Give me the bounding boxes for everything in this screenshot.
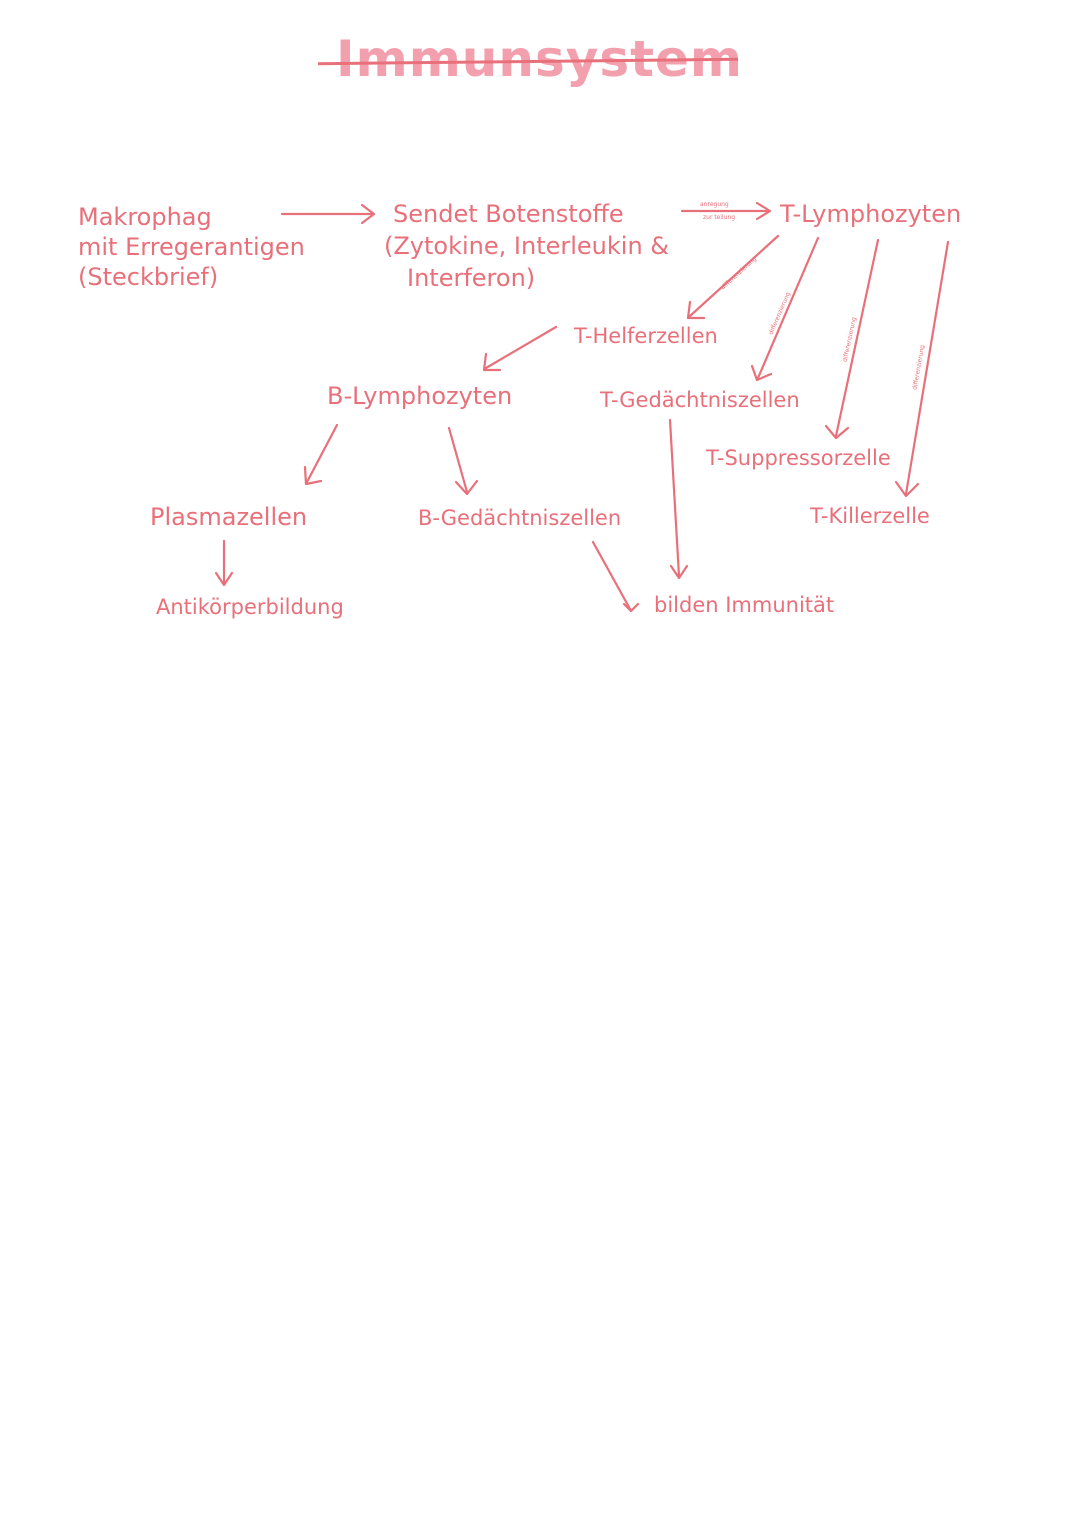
arrowhead-tgedaechtnis-immunitaet [669,564,689,580]
node-t-killerzelle: T-Killerzelle [810,504,930,528]
node-plasmazellen: Plasmazellen [150,503,308,531]
node-immunitaet: bilden Immunität [654,593,835,617]
arrow-tlymphozyten-tkiller [904,240,950,496]
arrowhead-botenstoffe-tlymphozyten [755,201,772,221]
node-botenstoffe-line2: (Zytokine, Interleukin & [384,232,669,260]
arrowhead-tlymphozyten-tkiller [894,480,920,498]
arrow-tlymphozyten-thelferzellen [688,234,780,318]
node-makrophag-line2: mit Erregerantigen [78,233,305,261]
arrow-bgedaechtnis-immunitaet [591,540,632,611]
node-makrophag-line3: (Steckbrief) [78,263,219,291]
arrowhead-tlymphozyten-tsuppressor [824,424,850,440]
node-t-helferzellen: T-Helferzellen [574,324,718,348]
edge-label-anregung: anregung [700,201,729,208]
arrowhead-blymphozyten-plasmazellen [303,465,323,486]
node-b-gedaechtniszellen: B-Gedächtniszellen [418,506,622,530]
node-t-lymphozyten: T-Lymphozyten [780,200,962,228]
arrowhead-tlymphozyten-tgedaechtnis [750,364,773,382]
arrow-blymphozyten-plasmazellen [305,423,339,484]
node-makrophag-line1: Makrophag [78,203,212,231]
arrowhead-thelferzellen-blymphozyten [482,352,502,372]
edge-label-zur-teilung: zur teilung [703,214,736,221]
arrowhead-tlymphozyten-thelferzellen [686,300,706,320]
arrow-tlymphozyten-tsuppressor [834,238,880,438]
arrow-tlymphozyten-tgedaechtnis [756,236,820,380]
arrowhead-plasmazellen-antikoerper [214,571,234,587]
arrow-blymphozyten-bgedaechtnis [447,426,469,494]
arrow-tgedaechtnis-immunitaet [668,418,681,578]
node-botenstoffe-line3: Interferon) [407,264,536,292]
arrowhead-makrophag-botenstoffe [360,203,376,225]
node-antikoerperbildung: Antikörperbildung [156,595,344,619]
node-botenstoffe-line1: Sendet Botenstoffe [393,200,624,228]
node-b-lymphozyten: B-Lymphozyten [327,382,513,410]
arrowhead-bgedaechtnis-immunitaet [622,602,640,613]
arrow-thelferzellen-blymphozyten [484,325,558,370]
arrowhead-blymphozyten-bgedaechtnis [454,479,479,496]
node-t-gedaechtniszellen: T-Gedächtniszellen [600,388,800,412]
node-t-suppressorzelle: T-Suppressorzelle [706,446,891,470]
